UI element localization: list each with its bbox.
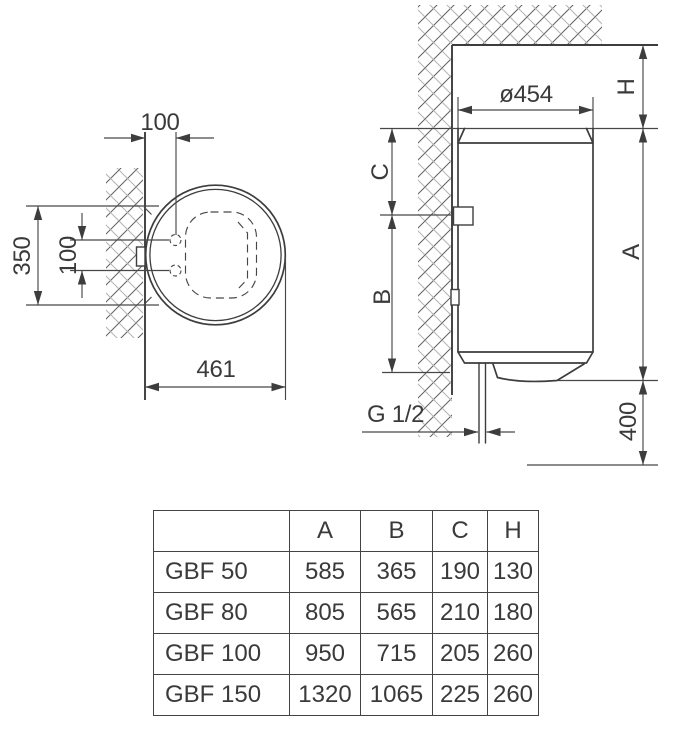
model-name: GBF 50 [153,551,290,593]
arrowhead [464,427,478,437]
arrowhead [638,380,648,395]
value-a: 1320 [289,674,361,716]
arrowhead [33,291,43,305]
arrowhead [77,226,87,240]
flange-hidden-edge [237,221,249,290]
bottom-cap [492,363,585,383]
wall-hatch-side [418,45,452,437]
table-row: GBF 80 805 565 210 180 [153,592,539,634]
table-header-row: A B C H [153,510,539,552]
arrowhead [387,215,397,229]
bracket-side-profile [135,246,146,267]
arrowhead [176,133,190,143]
value-h: 130 [487,551,539,593]
value-c: 205 [432,633,488,675]
value-h: 180 [487,592,539,634]
dim-label-h: H [613,78,640,95]
arrowhead [638,451,648,465]
front-view: 100 350 100 461 [9,109,287,400]
arrowhead [458,105,472,115]
col-header-b: B [360,510,433,552]
dim-label-hole-spacing: 100 [55,236,82,275]
arrowhead [271,382,286,392]
value-b: 565 [360,592,433,634]
value-h: 260 [487,674,539,716]
dimension-table: A B C H GBF 50 585 365 190 130 GBF 80 80… [153,510,539,716]
dimension-b: B [369,215,397,373]
keyhole-top [169,233,182,247]
dim-label-pipe-thread: G 1/2 [367,401,424,428]
value-c: 210 [432,592,488,634]
col-header-a: A [289,510,361,552]
value-a: 585 [289,551,361,593]
side-view: ø454 H A 400 C [362,5,658,466]
col-header-h: H [487,510,539,552]
value-b: 365 [360,551,433,593]
dimension-body-width: 461 [145,257,287,400]
model-name: GBF 80 [153,592,290,634]
dim-label-top-offset: 100 [140,109,179,136]
arrowhead [131,133,145,143]
value-c: 190 [432,551,488,593]
value-a: 950 [289,633,361,675]
arrowhead [387,358,397,373]
table-row: GBF 150 1320 1065 225 260 [153,674,539,716]
value-a: 805 [289,592,361,634]
arrowhead [33,206,43,220]
dimension-pipe-thread: G 1/2 [362,401,515,437]
tank-side-outline [457,127,594,444]
arrowhead [486,427,501,437]
dim-label-b: B [369,289,396,305]
dimension-h: H [613,45,648,129]
dim-label-a: A [618,244,645,260]
wall-step-ticks [143,206,152,305]
table-row: GBF 50 585 365 190 130 [153,551,539,593]
flange-hidden-outline [184,211,258,299]
inlet-pipe [478,362,487,444]
table-row: GBF 100 950 715 205 260 [153,633,539,675]
arrowhead [145,382,159,392]
dim-label-floor-clearance: 400 [615,402,642,441]
dimension-c: C [367,128,397,215]
dim-label-body-width: 461 [196,356,235,383]
value-c: 225 [432,674,488,716]
arrowhead [638,114,648,129]
arrowhead [638,128,648,143]
tank-outline-inner [149,188,282,322]
table-corner-cell [153,510,290,552]
dimension-hole-spacing: 100 [55,213,169,298]
dim-label-bracket-span: 350 [9,236,36,275]
arrowhead [77,270,87,285]
dimension-top-offset: 100 [104,109,214,235]
value-b: 1065 [360,674,433,716]
keyhole-bottom [169,264,182,277]
model-name: GBF 150 [153,674,290,716]
dimension-floor-clearance: 400 [615,380,648,465]
upper-wall-bracket [452,206,474,226]
dimension-bracket-span: 350 [9,205,159,306]
arrowhead [638,366,648,381]
model-name: GBF 100 [153,633,290,675]
arrowhead [638,45,648,59]
dimension-a: A [618,128,648,381]
col-header-c: C [432,510,488,552]
tank-outline-outer [144,184,287,326]
lower-wall-bracket [450,288,460,306]
arrowhead [579,105,593,115]
arrowhead [387,128,397,143]
dimension-diameter: ø454 [458,81,593,115]
arrowhead [387,201,397,215]
value-b: 715 [360,633,433,675]
value-h: 260 [487,633,539,675]
dim-label-diameter: ø454 [499,81,553,108]
ceiling-hatch [418,5,602,45]
dim-label-c: C [367,163,394,180]
